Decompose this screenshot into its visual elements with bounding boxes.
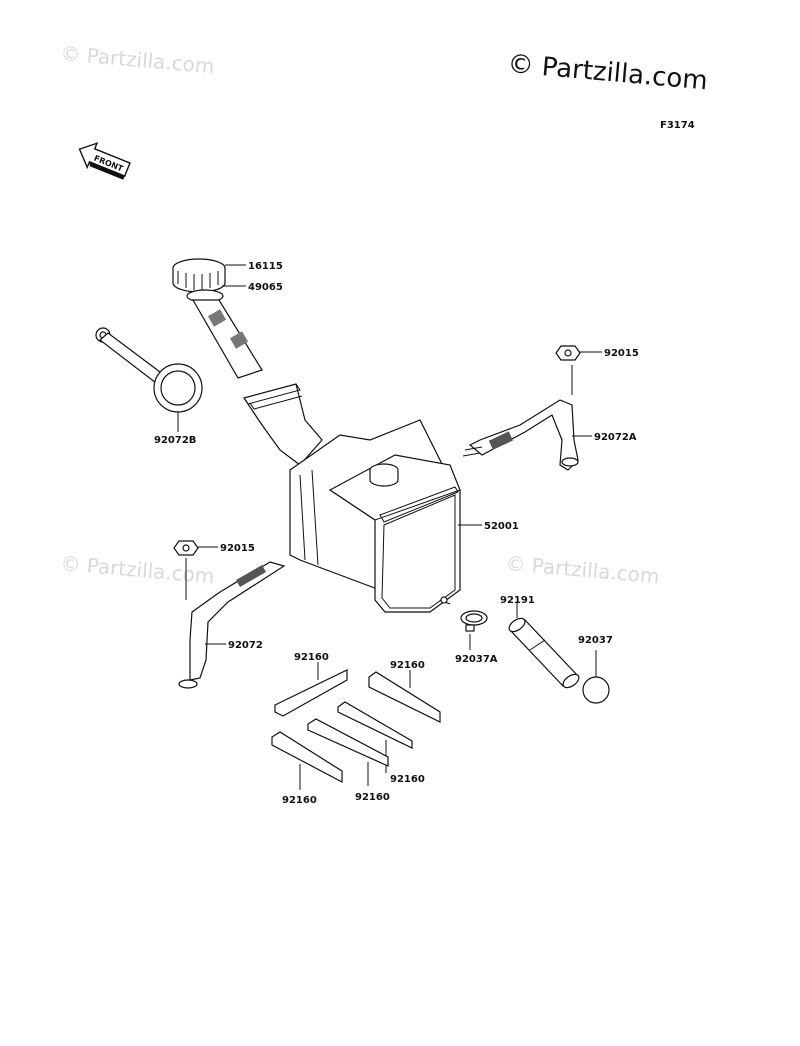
pad-5-part: [271, 731, 343, 783]
pad-2-part: [368, 671, 441, 723]
bracket-left-part: [178, 561, 286, 689]
hose-clamp-part: [460, 610, 488, 632]
label-92037A: 92037A: [455, 654, 498, 665]
label-92191: 92191: [500, 595, 535, 606]
label-92160-b: 92160: [390, 660, 425, 671]
watermark-mid-left: © Partzilla.com: [60, 551, 216, 588]
label-92160-d: 92160: [355, 792, 390, 803]
nut-left-part: [173, 540, 199, 556]
pad-3-part: [337, 701, 413, 749]
label-92015-top: 92015: [604, 348, 639, 359]
label-49065: 49065: [248, 282, 283, 293]
strainer-part: [186, 289, 263, 379]
label-92160-c: 92160: [390, 774, 425, 785]
label-92072B: 92072B: [154, 435, 196, 446]
label-92160-a: 92160: [294, 652, 329, 663]
watermark-top-left: © Partzilla.com: [60, 41, 216, 78]
label-52001: 52001: [484, 521, 519, 532]
watermark-main: © Partzilla.com: [506, 49, 708, 96]
figure-code: F3174: [660, 120, 695, 131]
label-92037: 92037: [578, 635, 613, 646]
pad-1-part: [274, 669, 348, 717]
nut-top-right-part: [555, 345, 581, 361]
label-92160-e: 92160: [282, 795, 317, 806]
bracket-right-part: [462, 399, 579, 471]
front-arrow-icon: FRONT: [78, 142, 131, 180]
watermark-mid-right: © Partzilla.com: [505, 551, 661, 588]
oil-tank-part: [243, 383, 461, 613]
hose-part: [508, 617, 580, 689]
label-92015-left: 92015: [220, 543, 255, 554]
label-92072: 92072: [228, 640, 263, 651]
cap-strap-part: [95, 327, 203, 413]
clip-part: [582, 676, 610, 704]
label-16115: 16115: [248, 261, 283, 272]
pad-4-part: [307, 718, 389, 767]
fuel-cap-part: [172, 258, 226, 293]
label-92072A: 92072A: [594, 432, 637, 443]
